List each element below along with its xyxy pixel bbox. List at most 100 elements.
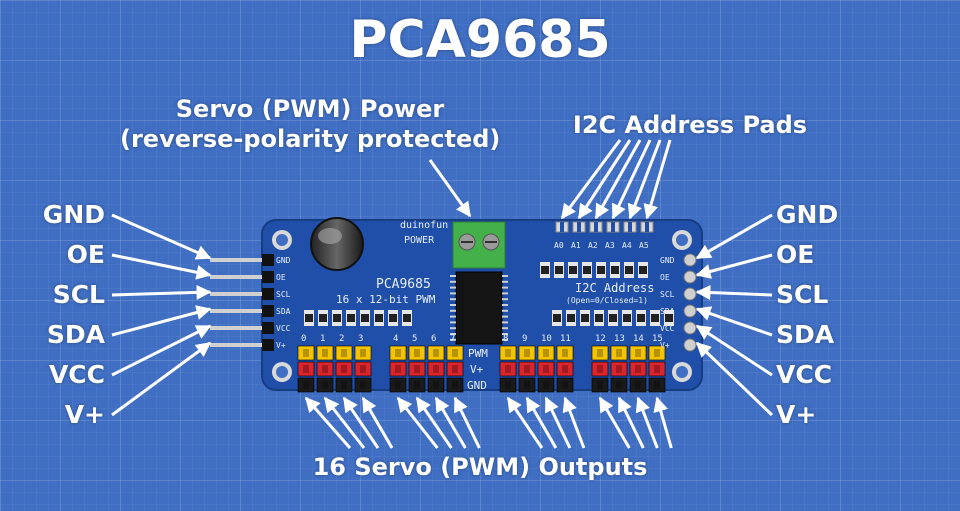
right-pin-arrow: [695, 306, 773, 337]
mounting-holes: [272, 230, 692, 382]
left-pin-vcc: VCC: [48, 360, 105, 389]
channel-number: 13: [614, 334, 625, 344]
right-pin-gnd: GND: [776, 200, 839, 229]
left-pin-sda: SDA: [46, 320, 105, 349]
channel-number: 10: [541, 334, 552, 344]
left-header-body: [262, 254, 274, 266]
right-pad: [683, 304, 697, 318]
channel-number: 15: [652, 334, 663, 344]
power-terminal-block: [452, 221, 506, 269]
header-pin: [499, 345, 517, 361]
right-pin-scl: SCL: [776, 280, 829, 309]
right-pin-oe: OE: [776, 240, 815, 269]
header-pin: [408, 345, 426, 361]
header-pin: [389, 361, 407, 377]
header-pin: [518, 361, 536, 377]
i2c-pad-arrow: [643, 139, 672, 220]
header-label-pwm: PWM: [468, 347, 488, 360]
header-pin: [629, 361, 647, 377]
header-pin: [297, 377, 315, 393]
header-pin: [297, 361, 315, 377]
address-bit-label: A5: [639, 241, 649, 250]
channel-number: 7: [450, 334, 455, 344]
left-header-pin: [210, 258, 270, 262]
header-pin: [629, 345, 647, 361]
output-arrow: [617, 396, 645, 449]
right-pin-arrow: [695, 285, 773, 301]
header-pin: [354, 345, 372, 361]
left-pin-silk: SDA: [276, 307, 291, 316]
address-bit-label: A0: [554, 241, 564, 250]
header-pin: [610, 361, 628, 377]
right-pin-silk: VCC: [660, 324, 675, 333]
header-pin: [389, 377, 407, 393]
left-pin-vplus: V+: [64, 400, 105, 429]
header-pin: [537, 361, 555, 377]
channel-number: 2: [339, 334, 344, 344]
header-label-gnd: GND: [467, 379, 487, 392]
right-pin-silk: V+: [660, 341, 670, 350]
header-pin: [297, 345, 315, 361]
output-arrow: [323, 396, 366, 449]
output-arrow: [434, 396, 467, 449]
address-bit-label: A4: [622, 241, 632, 250]
header-pin: [537, 345, 555, 361]
right-pin-arrow: [695, 341, 774, 417]
left-pin-silk: VCC: [276, 324, 291, 333]
left-pin-arrow: [111, 284, 212, 300]
i2c-pad-arrow: [560, 139, 622, 220]
left-header-body: [262, 288, 274, 300]
channel-number: 11: [560, 334, 571, 344]
header-pin: [427, 377, 445, 393]
header-pin: [408, 377, 426, 393]
left-pin-oe: OE: [66, 240, 105, 269]
output-arrow: [361, 396, 394, 449]
servo-power-line1: Servo (PWM) Power: [175, 95, 445, 123]
channel-number: 9: [522, 334, 527, 344]
left-header-body: [262, 322, 274, 334]
header-pin: [556, 345, 574, 361]
servo-power-line2: (reverse-polarity protected): [120, 125, 501, 153]
output-arrow: [396, 396, 439, 449]
right-pin-vplus: V+: [776, 400, 817, 429]
capacitor: [310, 217, 364, 271]
diagram-title: PCA9685: [349, 10, 611, 70]
right-pin-arrow: [695, 253, 773, 279]
channel-number: 8: [503, 334, 508, 344]
right-pad: [683, 338, 697, 352]
left-pin-scl: SCL: [52, 280, 105, 309]
right-pin-arrow: [695, 324, 773, 377]
i2c-pad-arrow: [594, 139, 642, 220]
chip-desc-silk: 16 x 12-bit PWM: [336, 293, 436, 306]
header-pin: [591, 345, 609, 361]
left-pin-arrow: [111, 324, 212, 377]
header-pin: [446, 361, 464, 377]
power-silk: POWER: [404, 235, 435, 246]
address-sub-silk: (Open=0/Closed=1): [566, 296, 648, 305]
header-pin: [499, 361, 517, 377]
i2c-pad-arrow: [611, 139, 652, 220]
left-header-pin: [210, 275, 270, 279]
address-bit-label: A2: [588, 241, 598, 250]
channel-number: 5: [412, 334, 417, 344]
left-header-pin: [210, 343, 270, 347]
output-arrow: [562, 396, 586, 449]
channel-number: 12: [595, 334, 606, 344]
left-pin-silk: V+: [276, 341, 286, 350]
i2c-pads-callout: I2C Address Pads: [572, 111, 808, 139]
output-arrow: [415, 396, 453, 449]
header-pin: [427, 361, 445, 377]
header-pin: [518, 345, 536, 361]
header-pin: [648, 361, 666, 377]
output-arrow: [544, 396, 572, 449]
left-header-pin: [210, 292, 270, 296]
i2c-pad-arrow: [577, 139, 632, 220]
channel-number: 1: [320, 334, 325, 344]
header-pin: [316, 361, 334, 377]
outputs-callout: 16 Servo (PWM) Outputs: [312, 453, 648, 481]
callout-arrows: [111, 139, 774, 449]
